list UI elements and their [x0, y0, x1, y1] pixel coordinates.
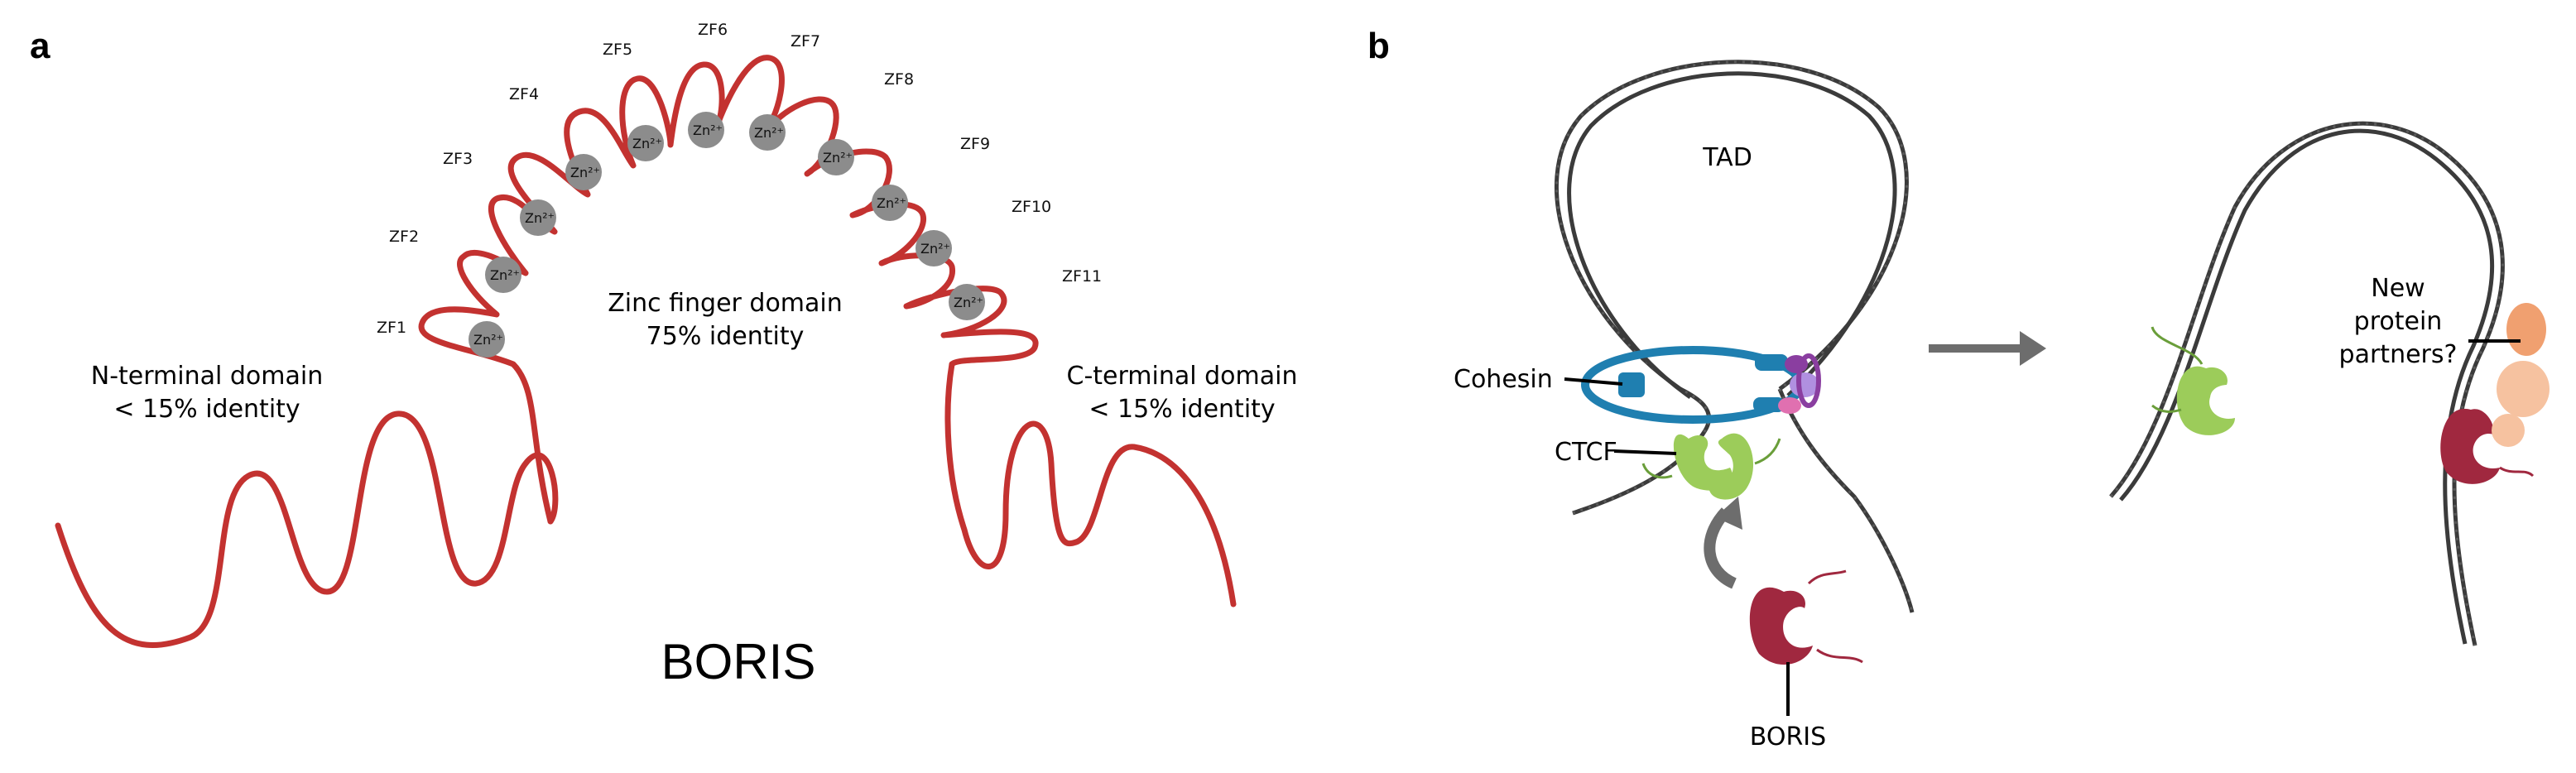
zinc-ion-zf1: [469, 321, 505, 358]
partners-label-line2: protein: [2354, 307, 2443, 336]
boris-protein: [1749, 569, 1863, 665]
panel-a: a Zn²⁺ Zn²⁺ Zn²⁺ Zn²⁺ Zn²⁺ Zn²⁺ Zn²⁺ Zn²…: [30, 21, 1297, 689]
ctcf-label: CTCF: [1555, 438, 1617, 467]
zinc-ions: Zn²⁺ Zn²⁺ Zn²⁺ Zn²⁺ Zn²⁺ Zn²⁺ Zn²⁺ Zn²⁺ …: [469, 112, 985, 358]
zinc-ion-zf3: [520, 199, 556, 236]
zf-label-6: ZF6: [698, 21, 728, 39]
boris-label: BORIS: [1750, 723, 1826, 751]
partners-label-line3: partners?: [2339, 340, 2458, 369]
ctcf-proteins: [1641, 433, 1781, 500]
n-terminal-label-line1: N-terminal domain: [91, 362, 323, 391]
panel-b: b TAD: [1367, 26, 2550, 751]
zinc-ion-label-zf8: Zn²⁺: [823, 150, 853, 166]
zinc-finger-labels: ZF1 ZF2 ZF3 ZF4 ZF5 ZF6 ZF7 ZF8 ZF9 ZF10…: [377, 21, 1102, 337]
zinc-ion-label-zf1: Zn²⁺: [473, 332, 503, 348]
zinc-ion-label-zf5: Zn²⁺: [632, 136, 662, 151]
cohesin-label: Cohesin: [1454, 365, 1553, 394]
zinc-ion-zf8: [818, 139, 854, 175]
n-terminal-chain: [55, 411, 559, 648]
transition-arrowhead: [2020, 331, 2046, 366]
panel-a-letter: a: [30, 26, 50, 66]
zinc-ion-zf6: [688, 112, 724, 148]
zf-label-3: ZF3: [443, 150, 473, 168]
zinc-ion-label-zf2: Zn²⁺: [490, 267, 520, 283]
zinc-finger-domain-label-line1: Zinc finger domain: [608, 289, 843, 318]
lower-dna-strands: [1572, 386, 1915, 613]
zinc-ion-zf5: [627, 125, 664, 161]
zinc-finger-domain-label-line2: 75% identity: [646, 322, 805, 351]
zinc-ion-label-zf9: Zn²⁺: [877, 195, 906, 211]
zf-label-1: ZF1: [377, 319, 406, 337]
zinc-ion-label-zf11: Zn²⁺: [954, 295, 983, 310]
zinc-ion-label-zf3: Zn²⁺: [525, 210, 555, 226]
zinc-ion-label-zf10: Zn²⁺: [920, 241, 950, 257]
zinc-ion-label-zf7: Zn²⁺: [754, 125, 784, 141]
ctcf-pointer: [1613, 449, 1677, 455]
zf-label-7: ZF7: [791, 32, 820, 50]
panel-b-letter: b: [1367, 26, 1390, 66]
tad-label: TAD: [1702, 143, 1752, 172]
new-partner-proteins: [2492, 303, 2550, 447]
c-terminal-label-line2: < 15% identity: [1089, 395, 1275, 424]
c-terminal-label-line1: C-terminal domain: [1067, 362, 1298, 391]
ctcf-released: [2151, 326, 2235, 435]
n-terminal-label-line2: < 15% identity: [113, 395, 300, 424]
zf-label-8: ZF8: [884, 70, 914, 89]
zf-label-4: ZF4: [509, 85, 539, 103]
cohesin-ring: [1581, 346, 1821, 424]
zf-label-5: ZF5: [603, 41, 632, 59]
zinc-ion-zf11: [949, 284, 985, 320]
zf-label-9: ZF9: [960, 135, 990, 153]
boris-bound: [2440, 408, 2535, 484]
zinc-ion-label-zf6: Zn²⁺: [693, 122, 723, 138]
zinc-ion-zf7: [749, 114, 786, 151]
zf-label-2: ZF2: [389, 228, 419, 246]
binding-arrow: [1704, 507, 1737, 589]
zinc-ion-zf9: [872, 185, 908, 221]
zinc-ion-zf2: [485, 257, 521, 293]
tad-dna-loop: [1554, 60, 1909, 400]
c-terminal-chain: [944, 361, 1237, 607]
zinc-ion-zf10: [916, 230, 952, 266]
right-dna: [2109, 121, 2505, 646]
binding-arrowhead: [1715, 497, 1742, 530]
cohesin-pointer: [1564, 377, 1623, 386]
partners-label-line1: New: [2371, 274, 2425, 303]
zf-label-11: ZF11: [1062, 267, 1102, 286]
zinc-ion-zf4: [565, 154, 602, 190]
protein-name: BORIS: [661, 634, 816, 689]
zf-label-10: ZF10: [1012, 198, 1051, 216]
zinc-ion-label-zf4: Zn²⁺: [570, 165, 600, 180]
